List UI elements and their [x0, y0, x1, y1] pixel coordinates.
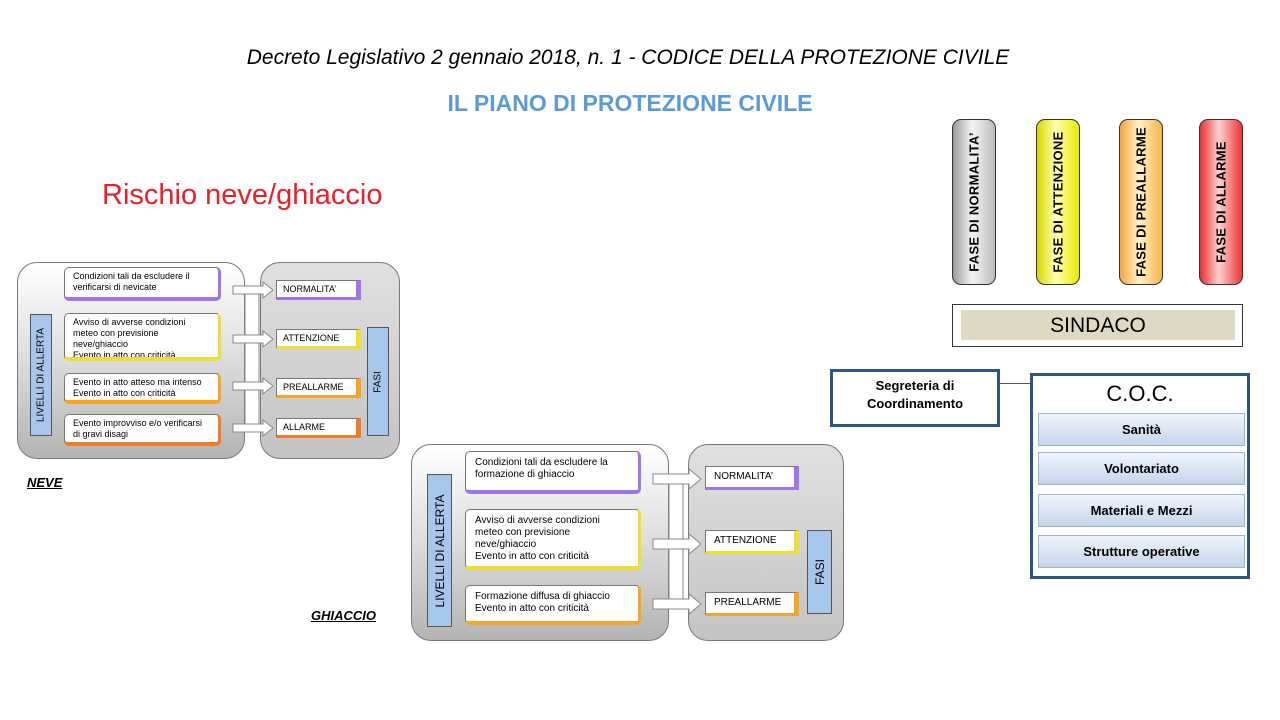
phase-preallarme: FASE DI PREALLARME	[1119, 119, 1163, 285]
ghiaccio-diagram: LIVELLI DI ALLERTA FASI Condizioni tali …	[411, 444, 844, 641]
neve-condition-1: Condizioni tali da escludere il verifica…	[64, 267, 221, 301]
coc-item-strutture: Strutture operative	[1038, 535, 1245, 568]
sindaco-label: SINDACO	[961, 310, 1235, 340]
neve-phases-bar: FASI	[367, 327, 389, 436]
neve-condition-4: Evento improvviso e/o verificarsi di gra…	[64, 414, 221, 446]
sindaco-box: SINDACO	[952, 304, 1243, 347]
phase-attenzione: FASE DI ATTENZIONE	[1036, 119, 1080, 285]
segreteria-line1: Segreteria di	[875, 378, 955, 393]
segreteria-box: Segreteria di Coordinamento	[830, 369, 1000, 427]
ghiaccio-level-preallarme: PREALLARME	[705, 592, 799, 616]
neve-level-normalita: NORMALITA’	[276, 280, 361, 300]
ghiaccio-condition-3: Formazione diffusa di ghiaccio Evento in…	[465, 585, 641, 625]
ghiaccio-caption: GHIACCIO	[311, 608, 376, 623]
ghiaccio-condition-2: Avviso di avverse condizioni meteo con p…	[465, 509, 641, 570]
decree-title: Decreto Legislativo 2 gennaio 2018, n. 1…	[246, 46, 1010, 69]
coc-item-materiali: Materiali e Mezzi	[1038, 494, 1245, 527]
ghiaccio-arrow-2	[652, 532, 702, 556]
segreteria-line2: Coordinamento	[866, 396, 964, 411]
phase-allarme-label: FASE DI ALLARME	[1213, 141, 1229, 263]
phase-normalita-label: FASE DI NORMALITA’	[966, 132, 982, 272]
neve-arrow-3	[232, 376, 274, 396]
ghiaccio-level-attenzione: ATTENZIONE	[705, 530, 799, 554]
risk-title: Rischio neve/ghiaccio	[102, 179, 383, 211]
neve-flow-arrows	[232, 280, 274, 438]
neve-condition-2: Avviso di avverse condizioni meteo con p…	[64, 313, 221, 361]
segreteria-connector	[1000, 383, 1030, 384]
neve-levels-bar: LIVELLI DI ALLERTA	[30, 314, 52, 436]
neve-level-preallarme: PREALLARME	[276, 378, 361, 398]
phase-attenzione-label: FASE DI ATTENZIONE	[1050, 131, 1066, 273]
coc-item-sanita: Sanità	[1038, 413, 1245, 446]
coc-title: C.O.C.	[1106, 381, 1174, 406]
neve-diagram: LIVELLI DI ALLERTA FASI Condizioni tali …	[17, 262, 400, 459]
ghiaccio-level-normalita: NORMALITA’	[705, 466, 799, 490]
neve-vertical-connector	[244, 291, 260, 433]
coc-box: C.O.C. Sanità Volontariato Materiali e M…	[1030, 373, 1250, 579]
ghiaccio-phases-bar: FASI	[807, 530, 832, 614]
ghiaccio-condition-1: Condizioni tali da escludere la formazio…	[465, 451, 641, 494]
neve-arrow-4	[232, 418, 274, 438]
ghiaccio-arrow-3	[652, 592, 702, 616]
phase-normalita: FASE DI NORMALITA’	[952, 119, 996, 285]
neve-condition-3: Evento in atto atteso ma intenso Evento …	[64, 373, 221, 404]
plan-title: IL PIANO DI PROTEZIONE CIVILE	[447, 90, 813, 116]
ghiaccio-arrow-1	[652, 467, 702, 491]
neve-arrow-1	[232, 280, 274, 300]
coc-item-volontariato: Volontariato	[1038, 452, 1245, 485]
ghiaccio-levels-bar: LIVELLI DI ALLERTA	[427, 474, 452, 627]
neve-level-allarme: ALLARME	[276, 418, 361, 438]
phase-allarme: FASE DI ALLARME	[1199, 119, 1243, 285]
neve-level-attenzione: ATTENZIONE	[276, 329, 361, 349]
neve-caption: NEVE	[27, 475, 63, 490]
ghiaccio-flow-arrows	[652, 467, 702, 616]
neve-arrow-2	[232, 329, 274, 349]
phase-preallarme-label: FASE DI PREALLARME	[1133, 127, 1149, 277]
